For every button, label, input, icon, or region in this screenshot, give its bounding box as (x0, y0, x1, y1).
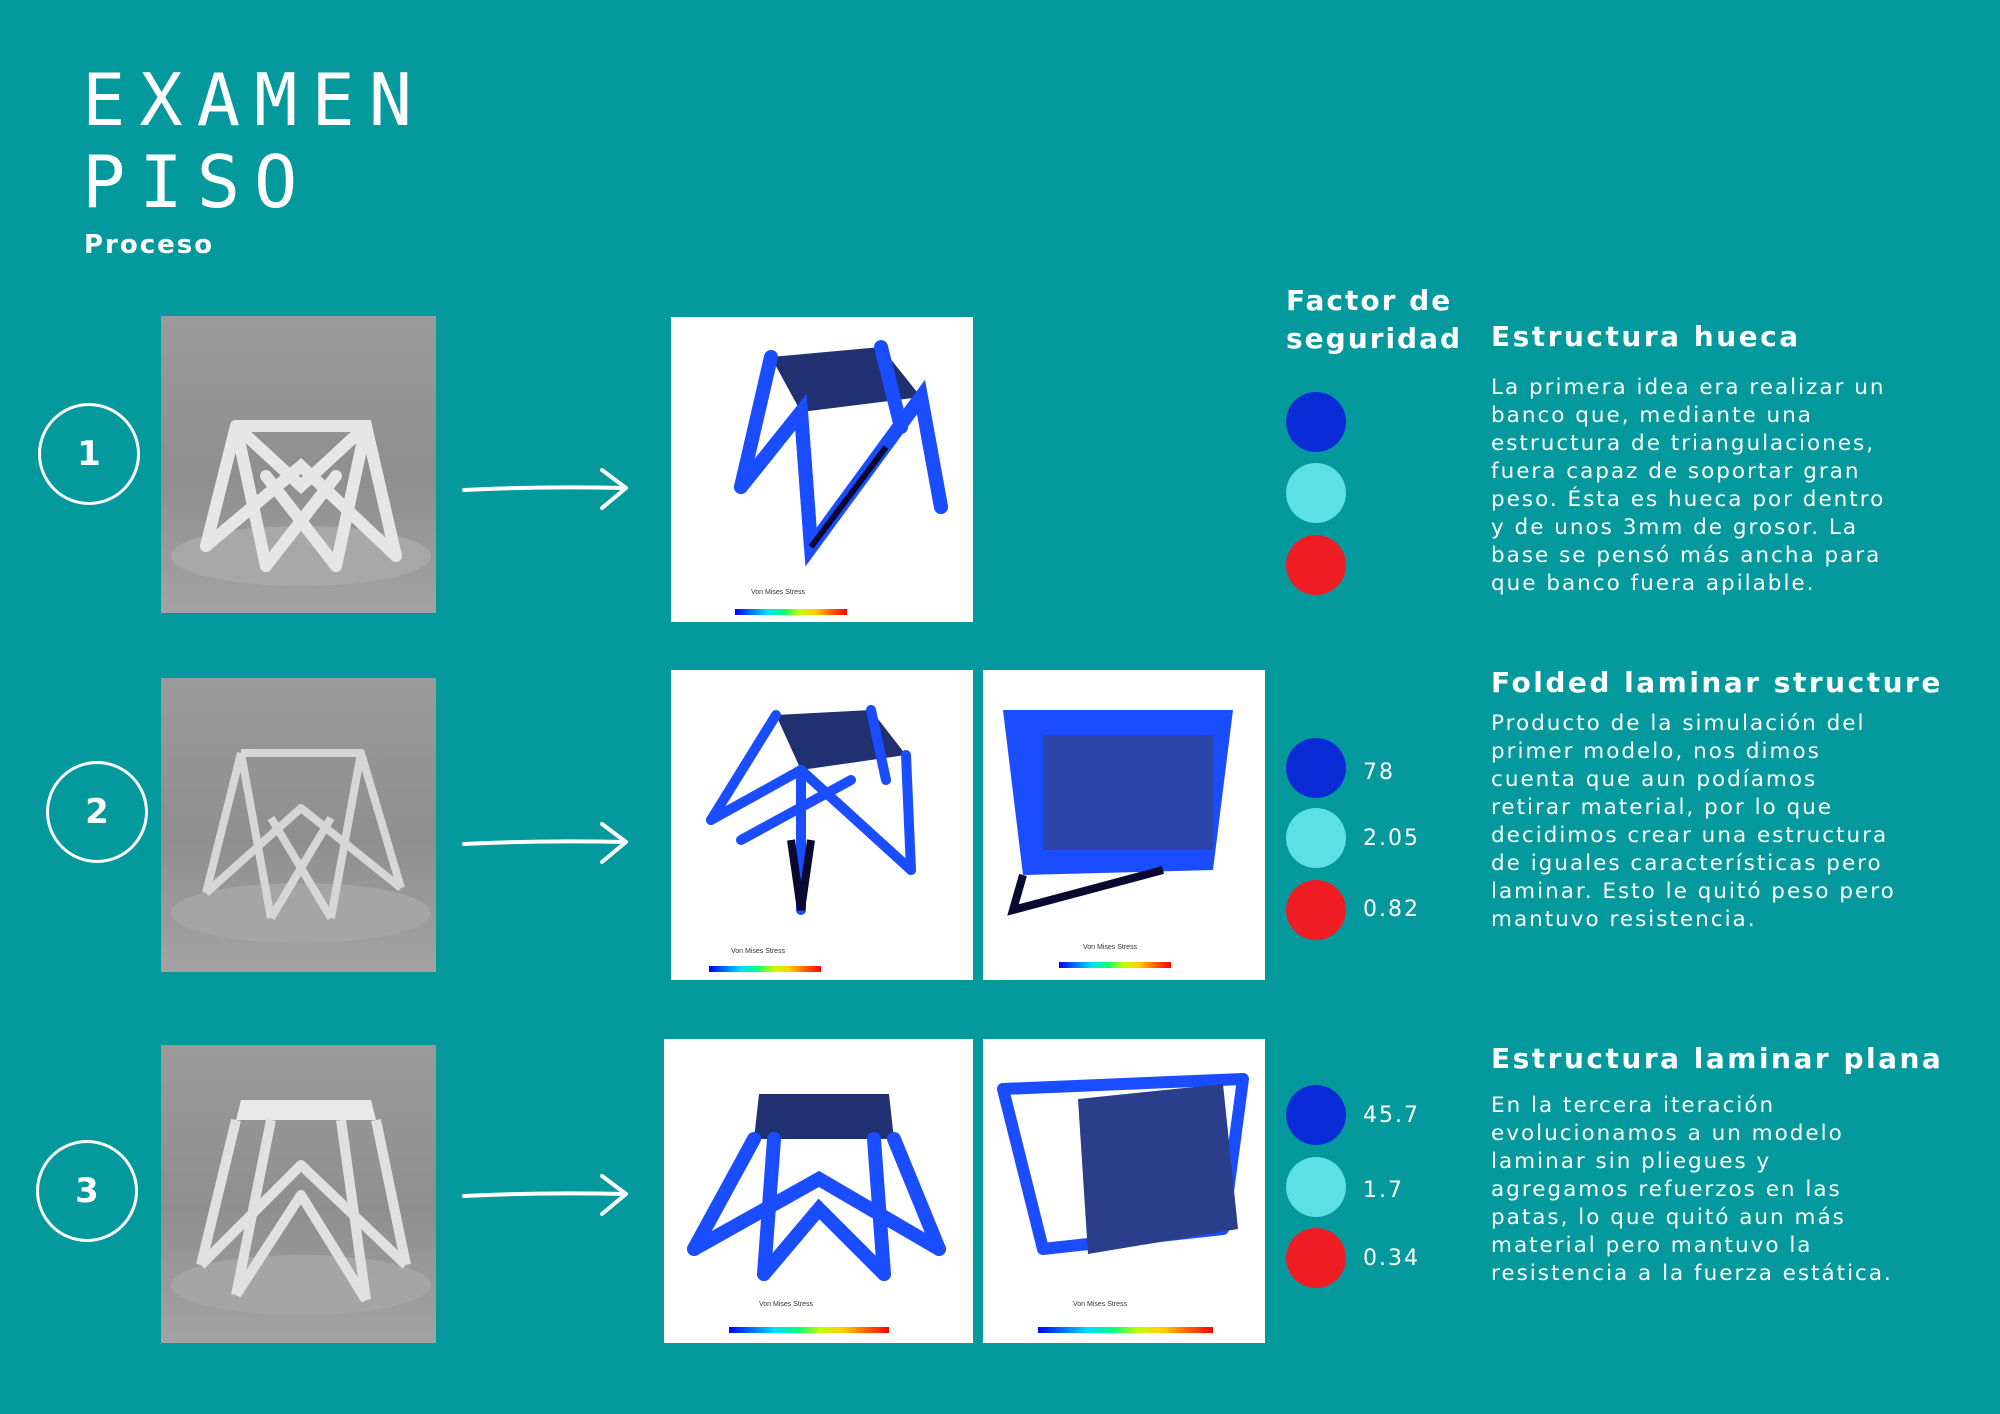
stress-colorbar-2a (709, 966, 821, 972)
simulation-image-3b: Von Mises Stress (983, 1039, 1265, 1343)
simulation-1-drawing (734, 340, 948, 567)
sim-caption-2a: Von Mises Stress (731, 948, 786, 955)
legend-title-line-1: Factor de (1286, 284, 1453, 317)
safety-value-low-3: 0.34 (1363, 1246, 1420, 1271)
stress-colorbar-1 (735, 609, 847, 615)
stool-render-2-drawing (171, 749, 431, 943)
simulation-image-1: Von Mises Stress (671, 317, 973, 622)
safety-dot-high-3 (1286, 1085, 1346, 1145)
sim-caption-1: Von Mises Stress (751, 589, 806, 596)
section-title-3: Estructura laminar plana (1491, 1042, 1944, 1075)
page-subtitle: Proceso (84, 230, 215, 260)
legend-title-line-2: seguridad (1286, 322, 1463, 355)
safety-dot-low-1 (1286, 535, 1346, 595)
safety-value-high-3: 45.7 (1363, 1103, 1420, 1128)
safety-value-high-2: 78 (1363, 760, 1395, 785)
safety-dot-high-2 (1286, 738, 1346, 798)
safety-dot-mid-3 (1286, 1157, 1346, 1217)
step-number-2: 2 (46, 761, 148, 863)
simulation-3b-drawing (997, 1073, 1249, 1255)
section-title-2: Folded laminar structure (1491, 666, 1943, 699)
stool-render-1-drawing (171, 420, 431, 586)
safety-value-low-2: 0.82 (1363, 897, 1420, 922)
stool-render-3 (161, 1045, 436, 1343)
safety-value-mid-3: 1.7 (1363, 1178, 1404, 1203)
safety-dot-mid-2 (1286, 808, 1346, 868)
stool-render-2 (161, 678, 436, 972)
simulation-2a-drawing (706, 705, 916, 915)
step-number-3: 3 (36, 1140, 138, 1242)
section-body-1: La primera idea era realizar un banco qu… (1491, 375, 1886, 596)
sim-caption-3b: Von Mises Stress (1073, 1301, 1128, 1308)
stress-colorbar-3b (1038, 1327, 1213, 1333)
step-number-1: 1 (38, 403, 140, 505)
section-body-2: Producto de la simulación del primer mod… (1491, 711, 1896, 932)
arrow-right-icon (462, 1174, 628, 1216)
stress-colorbar-2b (1059, 962, 1171, 968)
stool-render-1 (161, 316, 436, 613)
page-title-line-1: EXAMEN (82, 58, 427, 142)
safety-dot-low-2 (1286, 880, 1346, 940)
section-body-3: En la tercera iteración evolucionamos a … (1491, 1093, 1893, 1286)
arrow-right-icon (462, 468, 628, 510)
sim-caption-2b: Von Mises Stress (1083, 944, 1138, 951)
stress-colorbar-3a (729, 1327, 889, 1333)
simulation-image-3a: Von Mises Stress (664, 1039, 973, 1343)
sim-caption-3a: Von Mises Stress (759, 1301, 814, 1308)
safety-dot-high-1 (1286, 392, 1346, 452)
page-title-line-2: PISO (82, 140, 312, 224)
section-title-1: Estructura hueca (1491, 320, 1801, 353)
legend-title: Factor de seguridad (1286, 282, 1462, 358)
simulation-image-2a: Von Mises Stress (671, 670, 973, 980)
stool-render-3-drawing (171, 1100, 431, 1315)
simulation-2b-drawing (1003, 710, 1233, 916)
safety-dot-low-3 (1286, 1228, 1346, 1288)
safety-value-mid-2: 2.05 (1363, 826, 1420, 851)
simulation-image-2b: Von Mises Stress (983, 670, 1265, 980)
safety-dot-mid-1 (1286, 463, 1346, 523)
simulation-3a-drawing (687, 1094, 946, 1281)
arrow-right-icon (462, 822, 628, 864)
